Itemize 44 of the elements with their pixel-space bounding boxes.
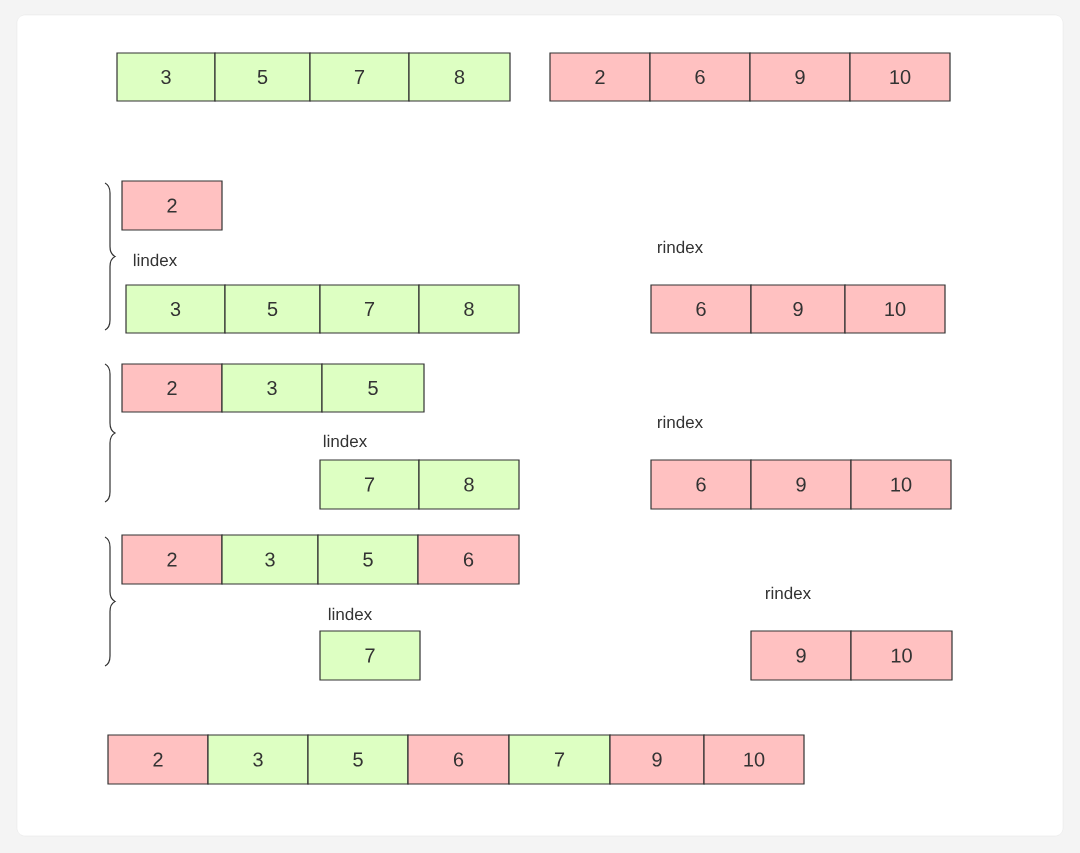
index-label: rindex — [766, 586, 811, 600]
number-cell: 3 — [207, 734, 309, 785]
number-cell: 7 — [319, 459, 420, 510]
number-cell: 7 — [309, 52, 410, 102]
number-cell: 6 — [650, 459, 752, 510]
number-cell: 10 — [850, 459, 952, 510]
number-cell: 2 — [121, 180, 223, 231]
number-cell: 9 — [609, 734, 705, 785]
index-label: rindex — [658, 240, 703, 254]
index-label: rindex — [658, 415, 703, 429]
number-cell: 8 — [408, 52, 511, 102]
number-cell: 2 — [121, 363, 223, 413]
number-cell: 3 — [221, 534, 319, 585]
number-cell: 6 — [417, 534, 520, 585]
number-cell: 7 — [319, 630, 421, 681]
number-cell: 8 — [418, 284, 520, 334]
index-label: lindex — [328, 607, 372, 621]
index-label: lindex — [323, 434, 367, 448]
number-cell: 9 — [750, 284, 846, 334]
number-cell: 6 — [407, 734, 510, 785]
number-cell: 3 — [221, 363, 323, 413]
number-cell: 10 — [703, 734, 805, 785]
number-cell: 10 — [844, 284, 946, 334]
number-cell: 9 — [750, 459, 852, 510]
index-label: lindex — [133, 253, 177, 267]
number-cell: 3 — [125, 284, 226, 334]
number-cell: 3 — [116, 52, 216, 102]
number-cell: 5 — [214, 52, 311, 102]
number-cell: 2 — [549, 52, 651, 102]
number-cell: 5 — [307, 734, 409, 785]
number-cell: 6 — [650, 284, 752, 334]
number-cell: 9 — [749, 52, 851, 102]
number-cell: 10 — [850, 630, 953, 681]
number-cell: 9 — [750, 630, 852, 681]
number-cell: 10 — [849, 52, 951, 102]
number-cell: 7 — [508, 734, 611, 785]
number-cell: 2 — [121, 534, 223, 585]
number-cell: 5 — [224, 284, 321, 334]
number-cell: 2 — [107, 734, 209, 785]
number-cell: 7 — [319, 284, 420, 334]
number-cell: 5 — [317, 534, 419, 585]
number-cell: 5 — [321, 363, 425, 413]
number-cell: 8 — [418, 459, 520, 510]
number-cell: 6 — [649, 52, 751, 102]
